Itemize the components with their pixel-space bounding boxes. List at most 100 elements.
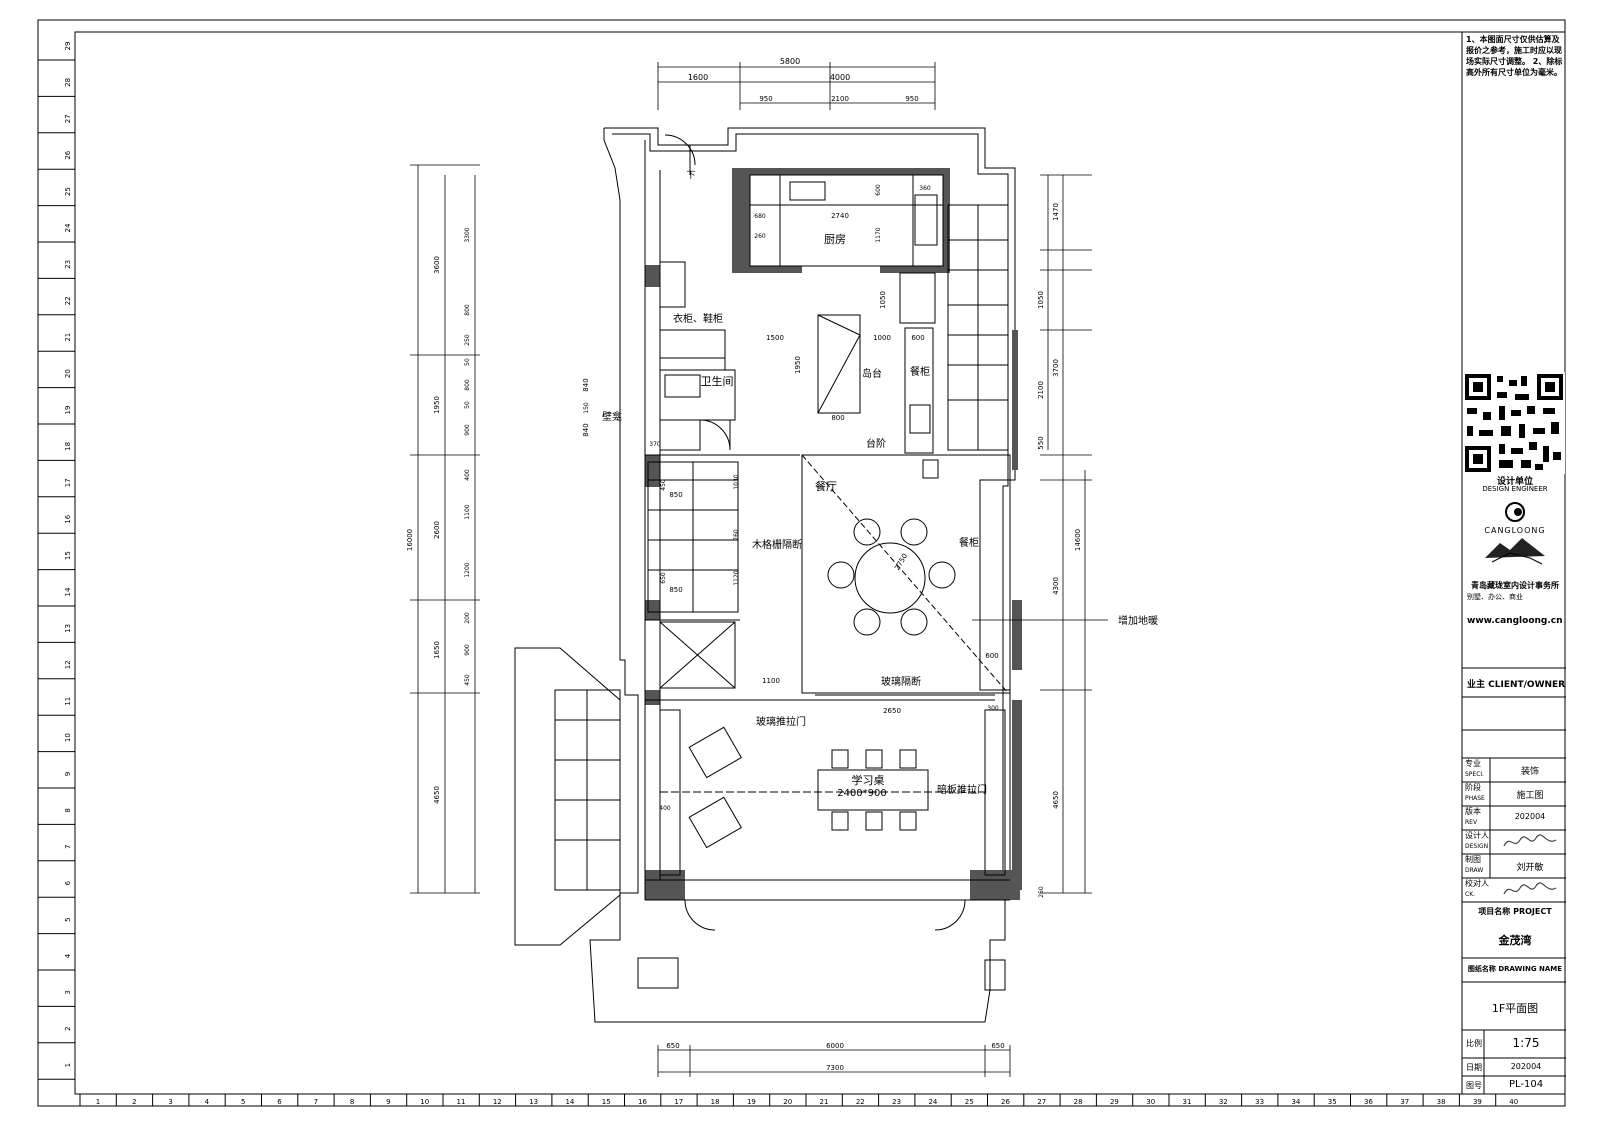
design-label-cn: 设计人	[1465, 831, 1489, 840]
grid-label-bottom: 7	[314, 1098, 318, 1106]
dimension-label: 4000	[830, 73, 850, 82]
grid-label-bottom: 29	[1110, 1098, 1119, 1106]
website[interactable]: www.cangloong.cn	[1467, 616, 1563, 626]
grid-label-left: 9	[64, 772, 72, 776]
dimension-label: 850	[669, 586, 682, 594]
grid-label-left: 16	[64, 514, 72, 523]
dimension-label: 260	[754, 233, 766, 240]
grid-label-bottom: 33	[1255, 1098, 1264, 1106]
rev-label: 版本 REV	[1463, 807, 1493, 828]
project-value: 金茂湾	[1498, 934, 1532, 947]
kitchen-label: 厨房	[824, 233, 846, 246]
building-walls	[514, 127, 1022, 1023]
check-label-en: CK.	[1465, 891, 1476, 898]
project-label-row: 项目名称 PROJECT	[1463, 906, 1567, 917]
grid-label-left: 3	[64, 990, 72, 994]
grid-label-left: 14	[64, 587, 72, 596]
grid-label-left: 26	[64, 150, 72, 159]
grid-label-bottom: 21	[820, 1098, 829, 1106]
grid-label-left: 24	[64, 223, 72, 232]
dimension-label: 650	[660, 572, 667, 584]
dimension-label: 650	[991, 1042, 1004, 1050]
grid-label-left: 23	[64, 260, 72, 269]
grid-label-bottom: 30	[1146, 1098, 1155, 1106]
dimension-label: 400	[659, 805, 671, 812]
wall-cabinet-label: 壁龛	[602, 410, 622, 423]
phase-value: 施工图	[1516, 791, 1544, 801]
dimension-label: 450	[464, 674, 471, 686]
dimension-label: 3600	[433, 256, 441, 274]
grid-label-bottom: 20	[783, 1098, 792, 1106]
inner-border	[74, 31, 1566, 1095]
dimension-label: 650	[666, 1042, 679, 1050]
spec-label-cn: 专业	[1465, 759, 1481, 768]
grid-label-left: 12	[64, 660, 72, 669]
grid-label-left: 27	[64, 114, 72, 123]
dimension-label: 14600	[1074, 529, 1082, 551]
dimension-label: 370	[649, 441, 661, 448]
grid-label-bottom: 27	[1037, 1098, 1046, 1106]
date-label: 日期	[1466, 1063, 1482, 1072]
dining-label: 餐厅	[815, 479, 837, 493]
dimension-label: 600	[985, 652, 998, 660]
dimension-label: 800	[831, 414, 844, 422]
design-unit-label: 设计单位	[1496, 477, 1533, 487]
scale-label: 比例	[1466, 1039, 1482, 1048]
grid-label-bottom: 18	[711, 1098, 720, 1106]
rev-label-en: REV	[1465, 819, 1478, 826]
dimension-label: 1050	[1037, 291, 1045, 309]
grid-label-bottom: 11	[457, 1098, 466, 1106]
grid-label-left: 11	[64, 697, 72, 706]
sideboard-label: 餐柜	[910, 365, 930, 378]
grid-label-bottom: 39	[1473, 1098, 1482, 1106]
phase-label-en: PHASE	[1465, 795, 1485, 802]
grid-label-left: 7	[64, 845, 72, 849]
grid-label-left: 18	[64, 442, 72, 451]
dimension-label: 4650	[1052, 791, 1060, 809]
stair-down-label: 下	[686, 171, 695, 181]
island-label: 岛台	[862, 367, 882, 380]
design-label-en: DESIGN	[1465, 843, 1489, 850]
grid-label-bottom: 15	[602, 1098, 611, 1106]
grid-label-left: 8	[64, 808, 72, 812]
grid-label-bottom: 19	[747, 1098, 756, 1106]
dimension-label: 600	[911, 334, 924, 342]
grid-label-bottom: 2	[132, 1098, 136, 1106]
client-label: 业主 CLIENT/OWNER	[1467, 680, 1566, 690]
dimension-label: 600	[875, 184, 882, 196]
grid-label-left: 29	[64, 42, 72, 51]
grid-label-bottom: 12	[493, 1098, 502, 1106]
grid-label-bottom: 36	[1364, 1098, 1373, 1106]
dimension-label: 680	[754, 213, 766, 220]
dimension-label: 2740	[831, 212, 849, 220]
floor-heating-label: 增加地暖	[1118, 614, 1158, 627]
dimension-label: 900	[464, 644, 471, 656]
dimension-label: 50	[464, 358, 471, 366]
grid-label-left: 21	[64, 333, 72, 342]
dimension-label: 840	[582, 423, 590, 436]
checker-signature	[1500, 880, 1560, 904]
stair-partition-label: 木格栅隔断	[752, 538, 802, 551]
grid-label-left: 19	[64, 406, 72, 415]
dimension-label: 50	[464, 401, 471, 409]
design-unit-en: DESIGN ENGINEER	[1482, 485, 1548, 493]
glass-partition-label: 玻璃隔断	[881, 675, 921, 688]
grid-label-bottom: 23	[892, 1098, 901, 1106]
dimension-label: 150	[583, 402, 590, 414]
grid-label-bottom: 16	[638, 1098, 647, 1106]
grid-label-left: 20	[64, 369, 72, 378]
sideboard2-label: 餐柜	[959, 536, 979, 549]
grid-label-bottom: 8	[350, 1098, 354, 1106]
rev-label-cn: 版本	[1465, 807, 1481, 816]
grid-label-left: 22	[64, 296, 72, 305]
grid-label-left: 10	[64, 733, 72, 742]
design-label: 设计人 DESIGN	[1463, 831, 1493, 852]
draw-value: 刘开敏	[1516, 863, 1544, 873]
dimension-label: 3300	[464, 227, 471, 242]
dimension-label: 1120	[733, 570, 740, 585]
grid-label-bottom: 6	[277, 1098, 282, 1106]
dimension-label: 2650	[883, 707, 901, 715]
dimension-label: 360	[919, 185, 931, 192]
dimension-label: 1200	[464, 562, 471, 577]
